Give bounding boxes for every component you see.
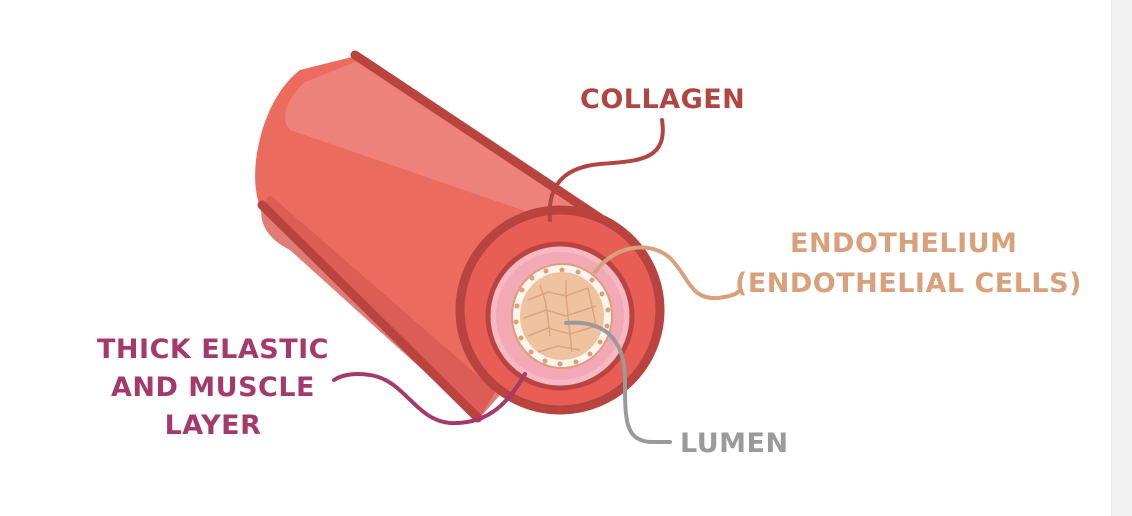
lumen-cell-pattern: [523, 280, 597, 353]
collagen-label: COLLAGEN: [580, 84, 745, 115]
vessel-shadow: [261, 195, 500, 420]
vessel-outline-bottom: [257, 200, 483, 423]
endothelium-label-line1: ENDOTHELIUM: [790, 228, 1017, 259]
vessel-outline-top: [350, 50, 605, 223]
elastic-layer-connector: [332, 371, 527, 426]
endothelial-cell-dots: [513, 267, 611, 367]
vessel-cross-section: [455, 205, 665, 415]
lumen-connector: [564, 320, 672, 444]
vertical-scrollbar[interactable]: [1111, 0, 1132, 516]
endothelium-label-line2: (ENDOTHELIAL CELLS): [735, 268, 1082, 299]
endothelium-connector: [593, 245, 740, 301]
collagen-connector: [547, 118, 665, 222]
elastic-layer-label-line1: THICK ELASTIC: [97, 334, 329, 365]
elastic-layer-label-line3: LAYER: [165, 410, 262, 441]
lumen-label: LUMEN: [680, 428, 789, 459]
vessel-highlight: [285, 60, 590, 230]
elastic-layer-label-line2: AND MUSCLE: [111, 372, 315, 403]
